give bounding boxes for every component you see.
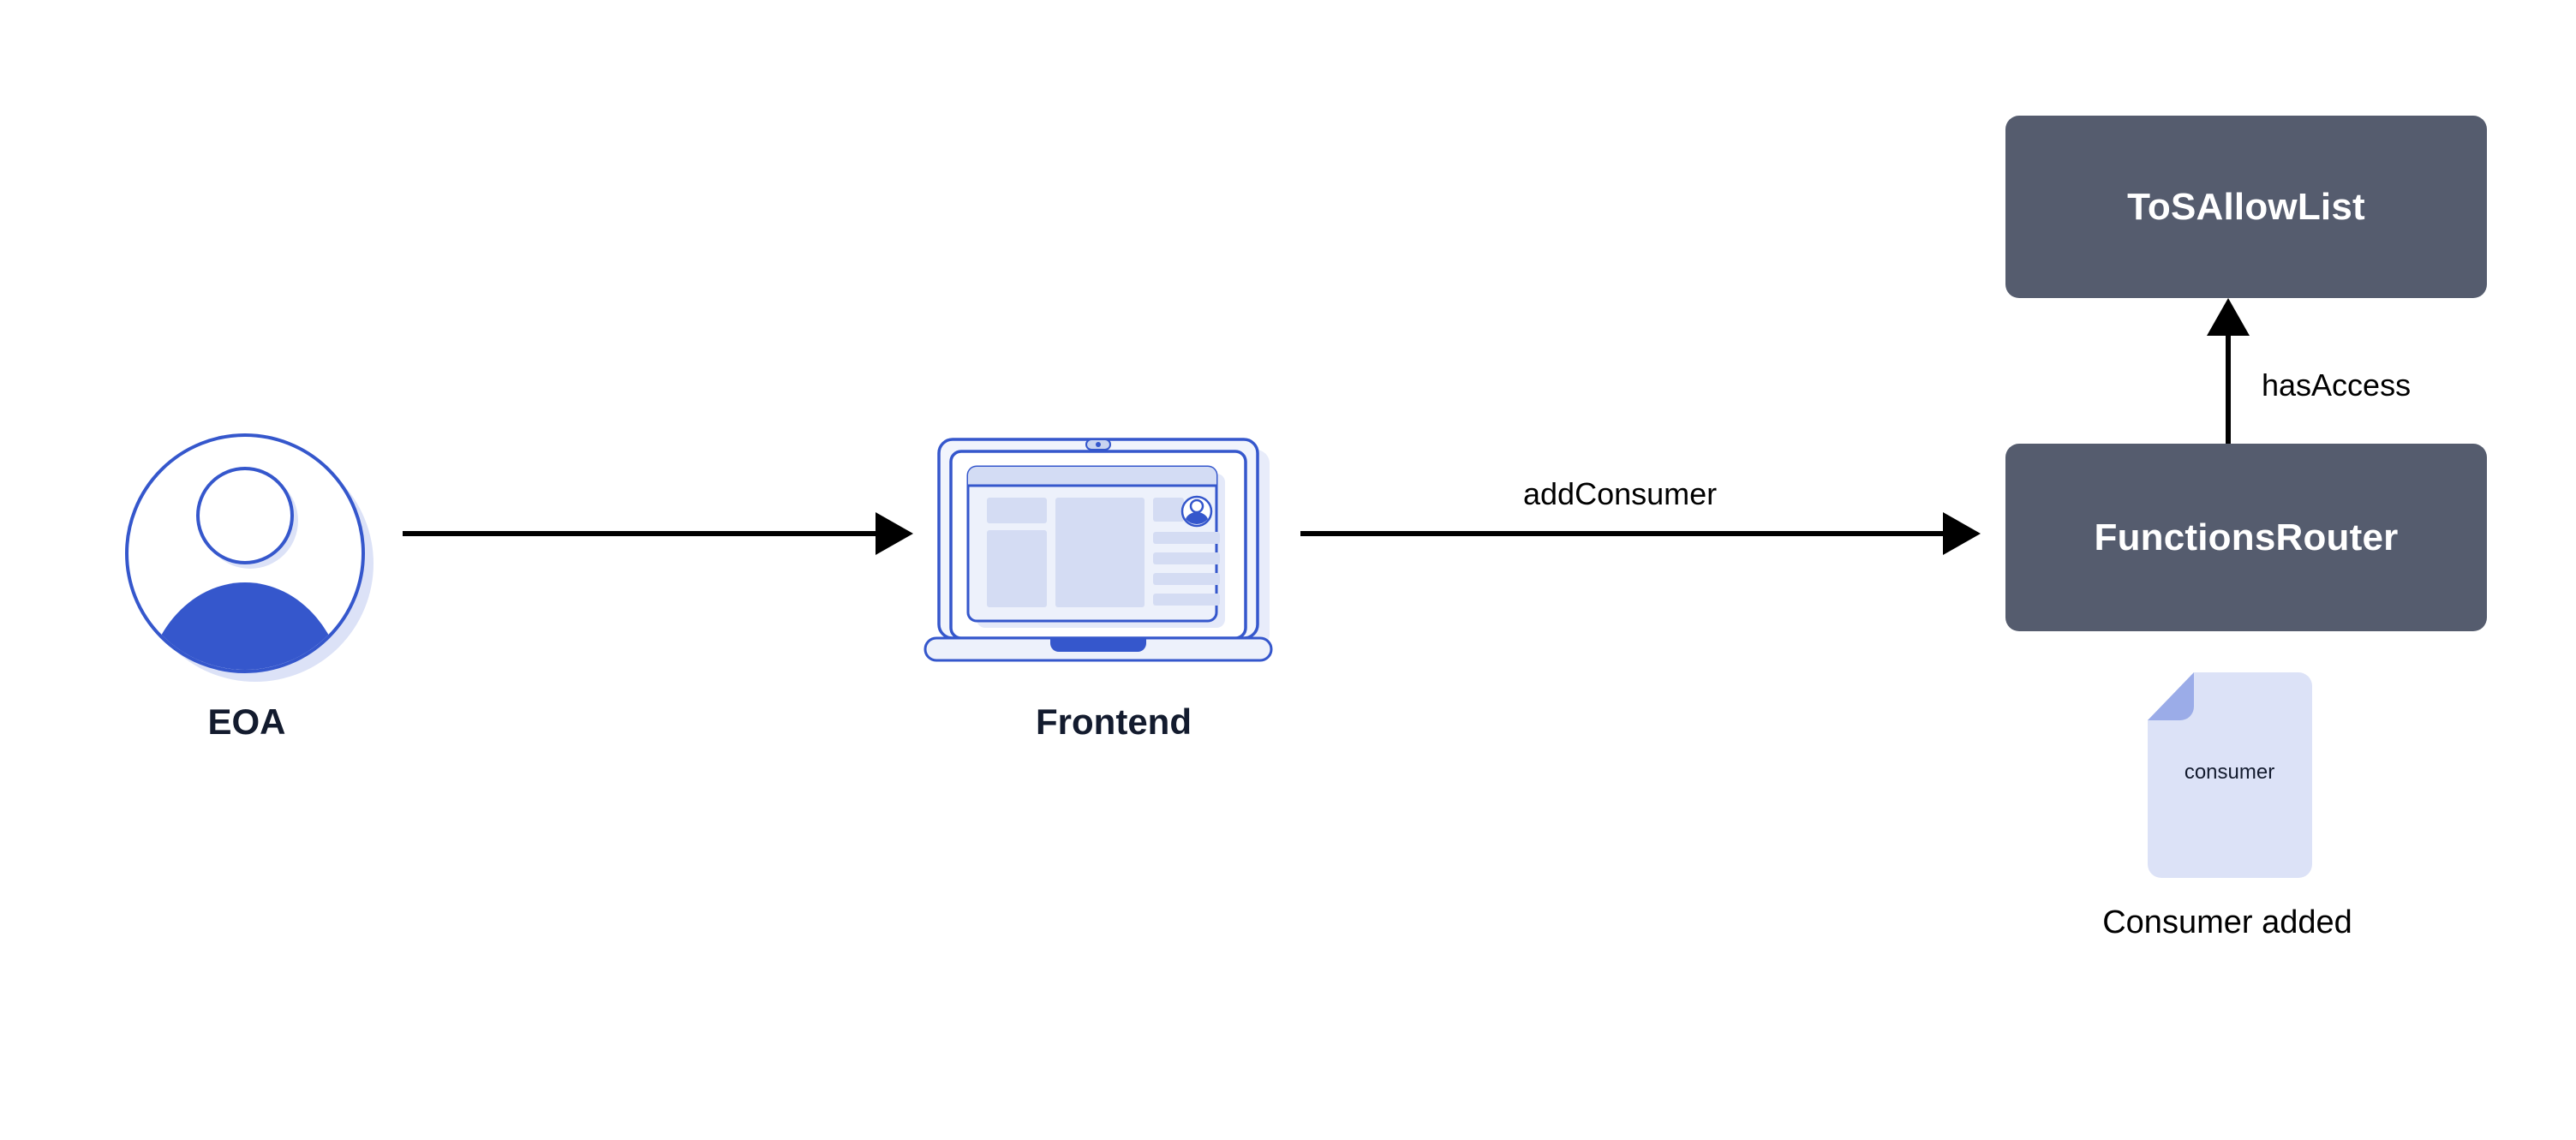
arrow-router-to-tos-line (2226, 336, 2231, 445)
arrow-eoa-to-frontend-line (403, 531, 876, 536)
consumer-added-caption: Consumer added (2102, 904, 2352, 940)
node-functions-router[interactable]: FunctionsRouter (2005, 444, 2487, 631)
document-icon (2146, 672, 2313, 878)
tos-allow-list-label: ToSAllowList (2127, 185, 2365, 228)
functions-router-label: FunctionsRouter (2094, 516, 2399, 558)
frontend-label: Frontend (1036, 701, 1192, 742)
node-tos-allow-list[interactable]: ToSAllowList (2005, 116, 2487, 298)
user-avatar-icon (120, 428, 377, 685)
arrow-router-to-tos-head (2207, 298, 2250, 336)
arrow-frontend-to-router-head (1943, 512, 1981, 555)
arrow-eoa-to-frontend-head (876, 512, 913, 555)
eoa-label: EOA (207, 701, 286, 742)
edge-label-has-access: hasAccess (2262, 367, 2412, 403)
laptop-icon (923, 433, 1292, 668)
edge-label-add-consumer: addConsumer (1523, 476, 1718, 511)
arrow-frontend-to-router-line (1300, 531, 1943, 536)
